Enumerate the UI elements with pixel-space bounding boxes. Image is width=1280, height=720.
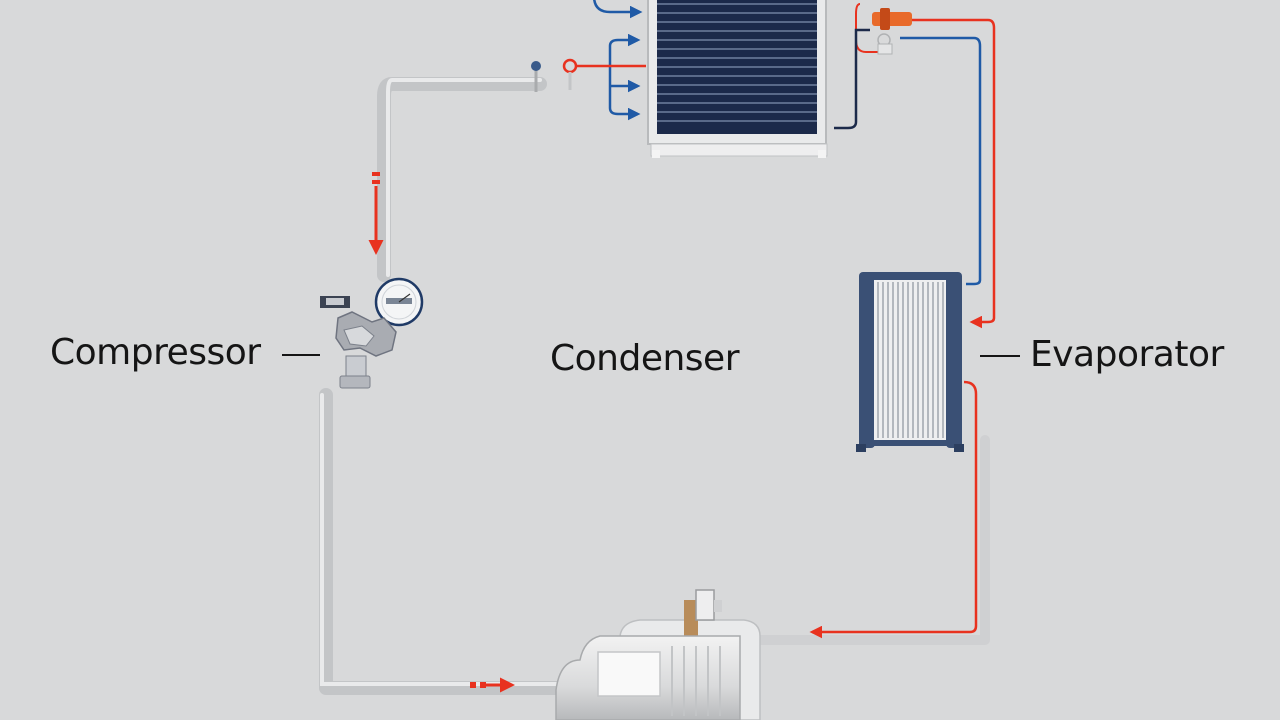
condenser-label: Condenser <box>550 338 740 379</box>
service-valve-icon <box>320 296 397 389</box>
sensor-cap-icon <box>531 61 541 92</box>
left-flow-arrow <box>368 172 384 255</box>
compressor-unit-icon <box>555 589 761 720</box>
label-leader-lines <box>282 354 1020 357</box>
condenser-coil-icon <box>647 0 828 158</box>
condenser-hot-inlet <box>562 58 646 90</box>
evaporator-label: Evaporator <box>1030 334 1224 375</box>
pressure-gauge-icon <box>374 277 424 327</box>
evaporator-coil-icon <box>856 272 964 452</box>
evaporator-outlet-line <box>809 380 978 639</box>
compressor-label: Compressor <box>50 332 261 373</box>
condenser-inlet-arrows <box>593 0 643 121</box>
compressor-inlet-arrow <box>470 677 515 693</box>
expansion-valve-icon <box>834 3 996 329</box>
